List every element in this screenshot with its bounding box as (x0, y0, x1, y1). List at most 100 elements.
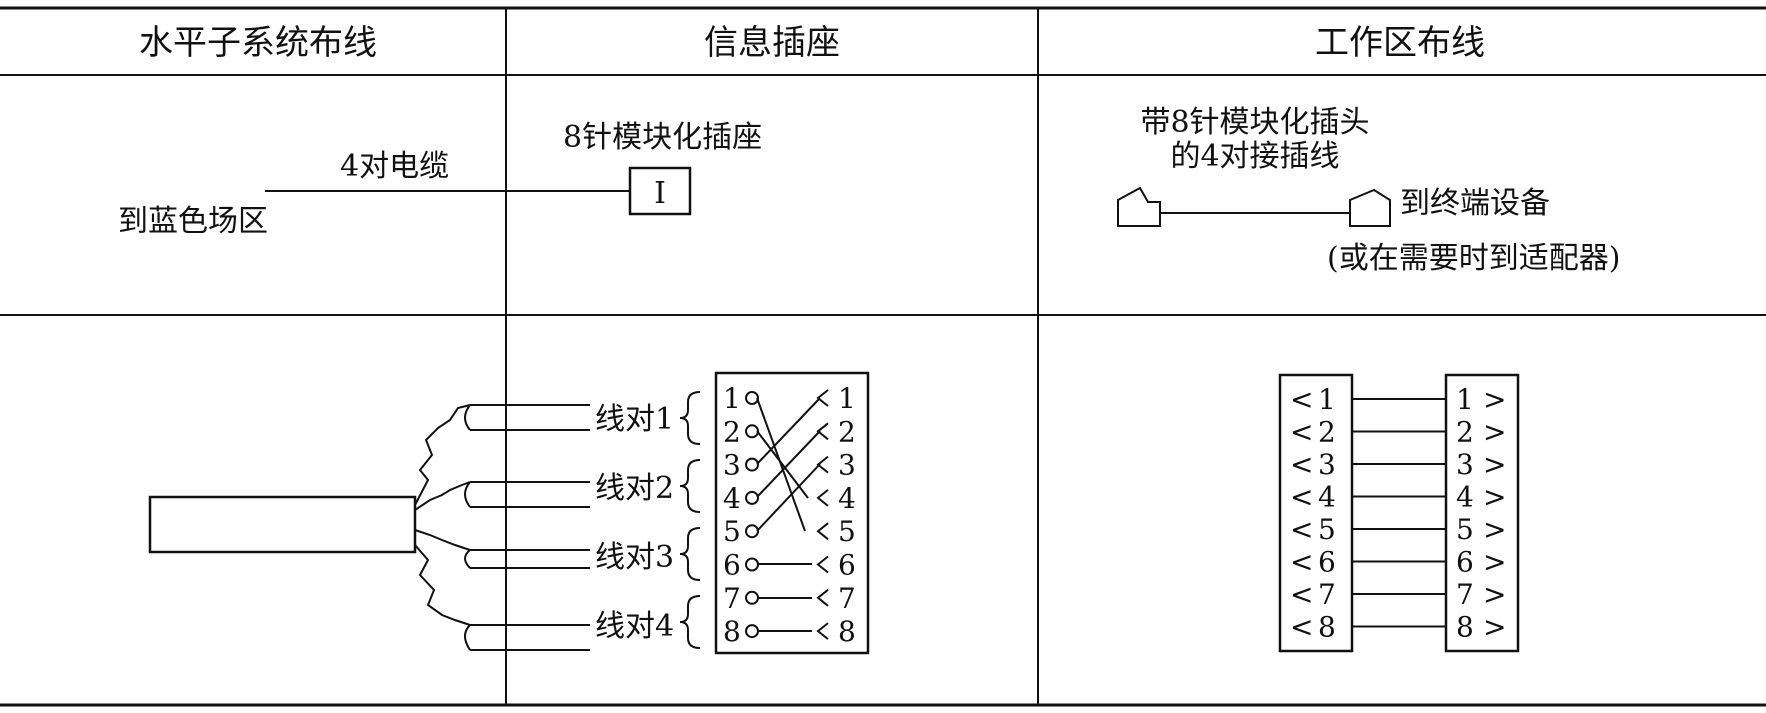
wire-1-to-5 (756, 397, 806, 532)
pair-label-3: 线对3 (595, 540, 674, 575)
adapter-label: (或在需要时到适配器) (1327, 241, 1620, 276)
right-arrow-icon: > (1483, 611, 1506, 644)
right-pin-number: 2 (1456, 416, 1474, 449)
pair2-twisted-wire (414, 481, 471, 511)
right-pin-number: 8 (1456, 611, 1474, 644)
pair4-legs (464, 624, 590, 651)
outlet-right-pin-number: 3 (838, 449, 856, 482)
patch-cord-label-1: 带8针模块化插头 (1140, 105, 1369, 140)
outlet-right-pin-number: 2 (838, 415, 856, 448)
left-arrow-icon: < (1290, 611, 1313, 644)
right-arrow-icon: > (1483, 578, 1506, 611)
header-horizontal-subsystem: 水平子系统布线 (139, 23, 377, 63)
pin-chevron-icon (816, 522, 829, 540)
right-arrow-icon: > (1483, 383, 1506, 416)
right-arrow-icon: > (1483, 513, 1506, 546)
left-pin-number: 3 (1318, 448, 1336, 481)
left-pin-number: 7 (1318, 578, 1336, 611)
outlet-left-pin-number: 5 (723, 515, 741, 548)
left-arrow-icon: < (1290, 578, 1313, 611)
left-pin-number: 5 (1318, 513, 1336, 546)
pair3-twisted-wire (414, 529, 471, 551)
outlet-right-pin-number: 6 (838, 549, 856, 582)
outlet-pinout-box (714, 371, 870, 655)
right-plug-icon (1349, 188, 1391, 227)
outlet-right-pin-number: 5 (838, 515, 856, 548)
pair-label-1: 线对1 (595, 402, 674, 437)
left-connector-box (1278, 373, 1354, 653)
pair3-brace (679, 527, 701, 581)
left-pin-number: 2 (1318, 416, 1336, 449)
left-pin-number: 8 (1318, 611, 1336, 644)
left-arrow-icon: < (1290, 416, 1313, 449)
right-arrow-icon: > (1483, 546, 1506, 579)
pin-contact-icon (745, 590, 759, 605)
wire-4-to-2 (756, 430, 821, 498)
pin-contact-icon (745, 624, 759, 639)
jack-label: 8针模块化插座 (563, 120, 762, 155)
left-pin-number: 1 (1318, 383, 1336, 416)
outlet-left-pin-number: 2 (723, 415, 741, 448)
pin-chevron-icon (816, 455, 829, 474)
pair1-twisted-wire (414, 404, 471, 506)
left-arrow-icon: < (1290, 448, 1313, 481)
pin-contact-icon (745, 424, 759, 439)
pin-chevron-icon (816, 389, 829, 407)
pair1-legs (464, 404, 590, 431)
left-plug-icon (1117, 186, 1161, 227)
header-info-outlet: 信息插座 (704, 23, 840, 63)
cable-jacket (148, 495, 417, 554)
pin-contact-icon (745, 524, 759, 539)
patch-cord-label-2: 的4对接插线 (1170, 139, 1339, 174)
outlet-right-pin-number: 1 (838, 382, 856, 415)
right-pin-number: 6 (1456, 546, 1474, 579)
outlet-right-pin-number: 8 (838, 615, 856, 648)
left-pin-number: 6 (1318, 546, 1336, 579)
pair2-brace (679, 459, 701, 513)
outlet-left-pin-number: 6 (723, 549, 741, 582)
outlet-right-pin-number: 4 (838, 482, 856, 515)
left-arrow-icon: < (1290, 481, 1313, 514)
outlet-left-pin-number: 3 (723, 449, 741, 482)
jack-symbol-box (628, 166, 692, 216)
left-arrow-icon: < (1290, 383, 1313, 416)
pair1-brace (679, 391, 701, 445)
pin-chevron-icon (816, 489, 829, 507)
left-arrow-icon: < (1290, 513, 1313, 546)
pin-chevron-icon (816, 555, 829, 574)
pair2-legs (464, 481, 590, 508)
pin-chevron-icon (816, 422, 829, 441)
left-arrow-icon: < (1290, 546, 1313, 579)
right-connector-box (1444, 373, 1520, 653)
right-pin-number: 5 (1456, 513, 1474, 546)
outlet-left-pin-number: 8 (723, 615, 741, 648)
right-pin-number: 7 (1456, 578, 1474, 611)
header-work-area: 工作区布线 (1315, 23, 1485, 63)
outlet-left-pin-number: 7 (723, 582, 741, 615)
pin-chevron-icon (816, 589, 829, 607)
outlet-right-pin-number: 7 (838, 582, 856, 615)
right-pin-number: 1 (1456, 383, 1474, 416)
outlet-left-pin-number: 1 (723, 382, 741, 415)
pair4-brace (679, 595, 701, 649)
pair3-legs (464, 549, 590, 569)
right-arrow-icon: > (1483, 448, 1506, 481)
blue-field-label: 到蓝色场区 (118, 204, 268, 239)
pin-contact-icon (745, 490, 759, 505)
pin-contact-icon (745, 457, 759, 472)
right-pin-number: 3 (1456, 448, 1474, 481)
wire-5-to-3 (756, 463, 821, 532)
pin-contact-icon (745, 557, 759, 572)
outlet-left-pin-number: 4 (723, 482, 741, 515)
right-arrow-icon: > (1483, 416, 1506, 449)
cable-label: 4对电缆 (340, 149, 449, 184)
right-arrow-icon: > (1483, 481, 1506, 514)
right-pin-number: 4 (1456, 481, 1474, 514)
jack-symbol: I (654, 176, 666, 211)
terminal-label: 到终端设备 (1400, 186, 1550, 221)
pin-contact-icon (745, 391, 759, 405)
